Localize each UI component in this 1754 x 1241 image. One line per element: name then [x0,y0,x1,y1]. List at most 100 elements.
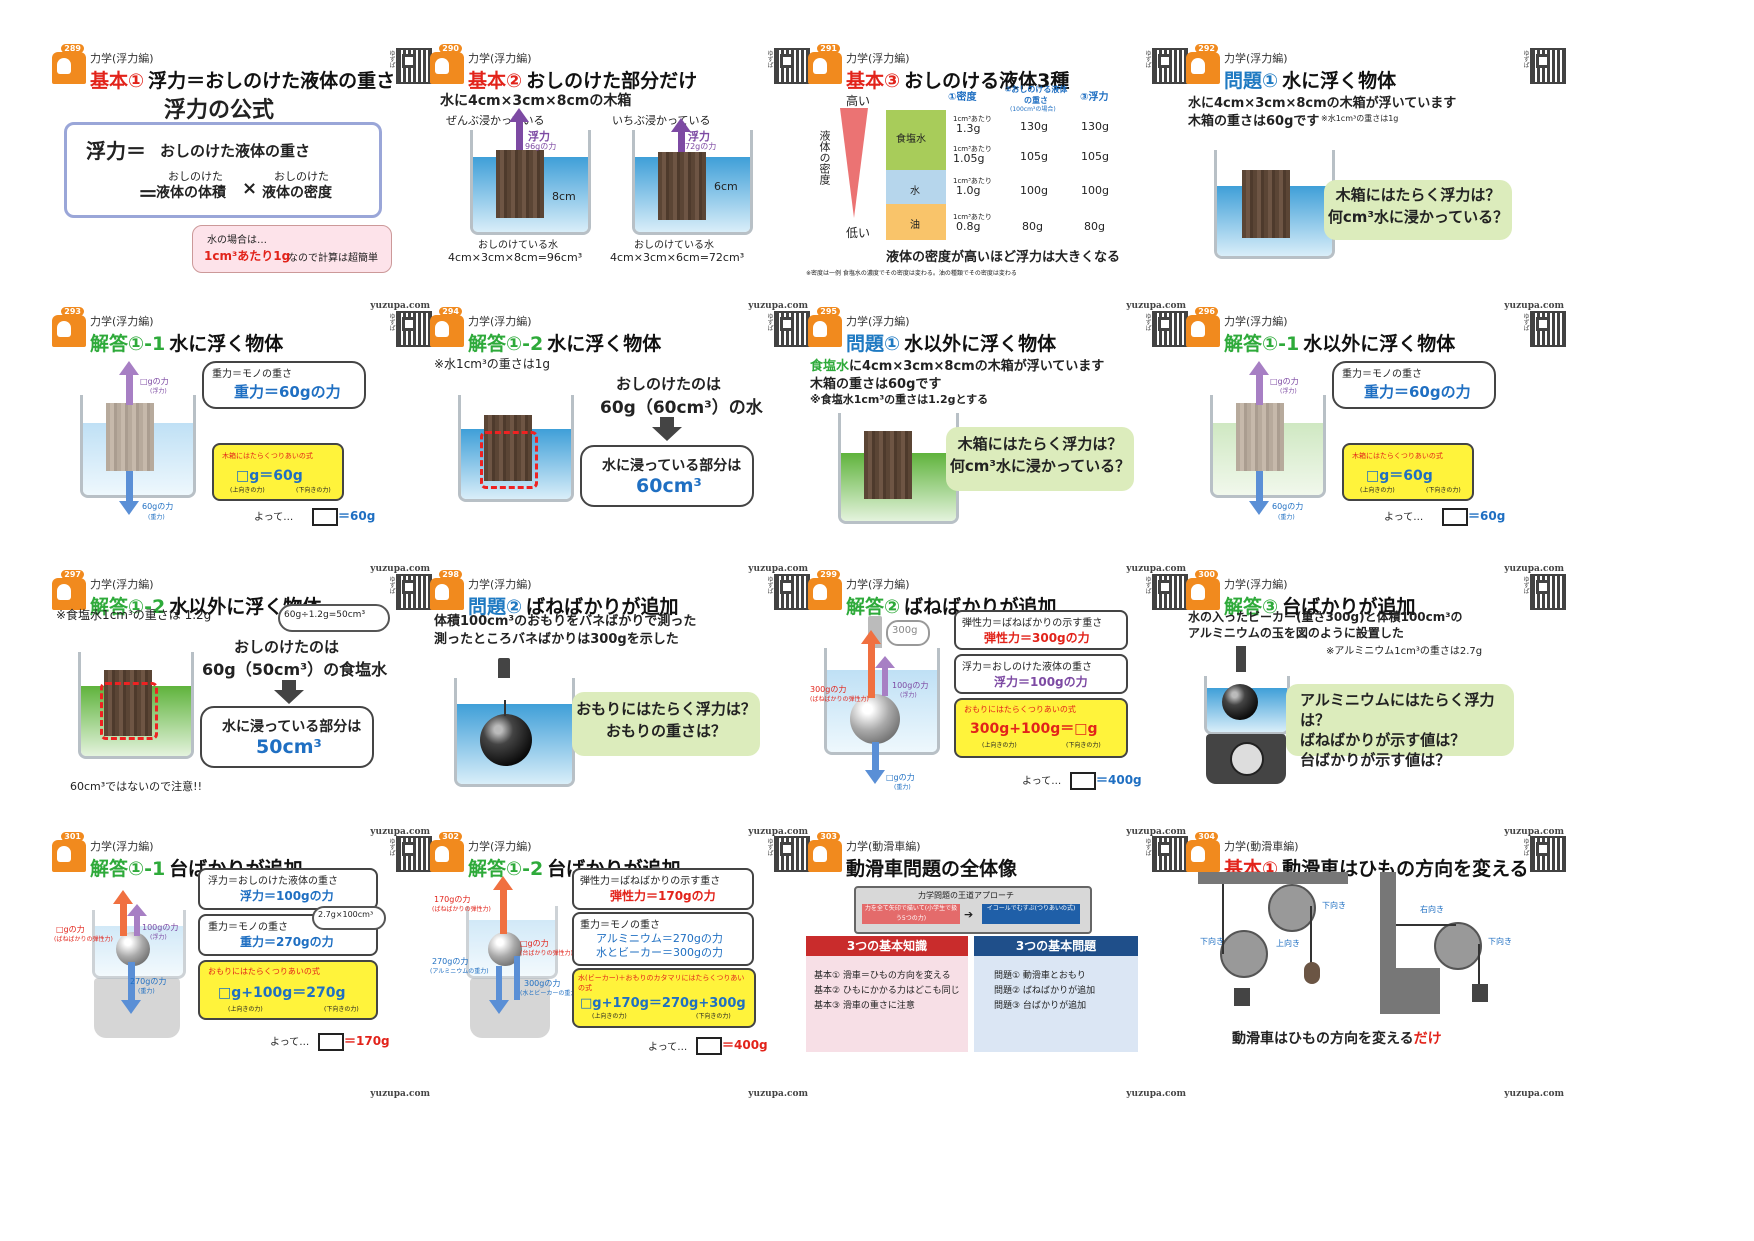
qr-code-icon[interactable] [1530,574,1566,610]
lead-2-note: ※水1cm³の重さは1g [1321,114,1399,123]
balance-box [212,443,344,501]
qr-side-label: ゆずぱ [388,576,395,594]
approach-step-2: イコールでむすぶ(つりあいの式) [982,904,1080,924]
balance-eq: □g＝60g [236,468,303,484]
qr-side-label: ゆずぱ [1522,838,1529,856]
heading: 浮力の公式 [164,98,275,123]
calc-cloud [278,604,390,632]
result-value: ＝60g [338,509,376,523]
footer-url[interactable]: yuzupa.com [748,564,808,574]
qr-side-label: ゆずぱ [1522,576,1529,594]
buoyancy-bubble [198,868,378,910]
footer-url[interactable]: yuzupa.com [370,827,430,837]
conclusion-emph: だけ [1413,1031,1442,1047]
answer-blank [1442,507,1468,526]
knowledge-item-2[interactable]: 基本② ひもにかかる力はどこも同じ [814,986,960,996]
qr-code-icon[interactable] [1152,311,1188,347]
answer-blank [696,1036,722,1055]
problem-item-3[interactable]: 問題③ 台ばかりが追加 [994,1001,1087,1011]
balance-title: 木箱にはたらくつりあいの式 [222,452,313,460]
problem-item-1[interactable]: 問題① 動滑車とおもり [994,971,1086,981]
qr-code-icon[interactable] [1530,311,1566,347]
label-water-sub: (水とビーカーの重力) [520,990,579,997]
qr-side-label: ゆずぱ [1144,838,1151,856]
problem-item-2[interactable]: 問題② ばねばかりが追加 [994,986,1096,996]
result-value: ＝400g [722,1038,768,1052]
qr-code-icon[interactable] [1152,48,1188,84]
pulley-side-icon [1434,922,1482,970]
note: ※水1cm³の重さは1g [434,357,551,371]
footer-url[interactable]: yuzupa.com [370,301,430,311]
lead-text: 水に4cm×3cm×8cmの木箱 [440,93,632,109]
footer-url[interactable]: yuzupa.com [748,827,808,837]
character-icon: 296 [1186,307,1220,347]
answer-blank [312,507,338,526]
character-icon: 290 [430,44,464,84]
footer-url[interactable]: yuzupa.com [1504,827,1564,837]
qr-code-icon[interactable] [396,48,432,84]
formula-1-left: 浮力＝ [86,139,146,163]
footer-url[interactable]: yuzupa.com [748,1089,808,1099]
qr-code-icon[interactable] [396,311,432,347]
qr-code-icon[interactable] [774,311,810,347]
footer-url[interactable]: yuzupa.com [370,564,430,574]
footer-url[interactable]: yuzupa.com [1126,564,1186,574]
label-down: 270gの力 [130,977,167,986]
character-icon: 299 [808,570,842,610]
wood-box [104,670,152,736]
knowledge-item-3[interactable]: 基本③ 滑車の重さに注意 [814,1001,915,1011]
qr-code-icon[interactable] [1152,836,1188,872]
balance-box [198,960,378,1020]
footer-url[interactable]: yuzupa.com [1126,827,1186,837]
answer-bubble [580,445,754,507]
footer-url[interactable]: yuzupa.com [1126,1089,1186,1099]
conclusion: 動滑車はひもの方向を変える [1232,1031,1414,1047]
category-label: 力学(浮力編) [468,840,532,853]
qr-code-icon[interactable] [1152,574,1188,610]
qr-side-label: ゆずぱ [766,313,773,331]
footer-url[interactable]: yuzupa.com [1126,301,1186,311]
footer-url[interactable]: yuzupa.com [1504,564,1564,574]
weight-block-icon-2 [1472,984,1488,1002]
balance-right: (下向きの力) [1426,487,1461,494]
r0-unit: 1cm³あたり [953,115,992,123]
bubble-line-2: 重力＝60gの力 [1364,383,1471,401]
caption-1: おしのけている水 [478,240,558,251]
formula-box [64,122,382,218]
character-icon: 291 [808,44,842,84]
note-line-2-red: 1cm³あたり1g [204,249,291,263]
buoyancy-label-1: 浮力 [528,130,550,143]
qr-code-icon[interactable] [396,836,432,872]
qr-code-icon[interactable] [396,574,432,610]
footer-url[interactable]: yuzupa.com [1504,1089,1564,1099]
footer-url[interactable]: yuzupa.com [370,1089,430,1099]
knowledge-item-1[interactable]: 基本① 滑車＝ひもの方向を変える [814,971,951,981]
qr-code-icon[interactable] [1530,836,1566,872]
label-alu-sub: (アルミニウムの重力) [430,968,489,975]
qr-side-label: ゆずぱ [1522,313,1529,331]
lead-salt: 食塩水 [810,359,850,374]
footer-url[interactable]: yuzupa.com [748,301,808,311]
qr-code-icon[interactable] [774,574,810,610]
buoyancy-line-1: 浮力＝おしのけた液体の重さ [208,876,338,887]
qr-code-icon[interactable] [1530,48,1566,84]
scale-dial-icon [1230,742,1264,776]
row-water [886,170,946,204]
footer-url[interactable]: yuzupa.com [1504,301,1564,311]
elastic-line-1: 弾性力＝ばねばかりの示す重さ [580,876,721,887]
r3-unit: 1cm³あたり [953,213,992,221]
elastic-bubble [954,610,1128,650]
label-down: □gの力 [886,773,915,782]
answer-blank [318,1032,344,1051]
